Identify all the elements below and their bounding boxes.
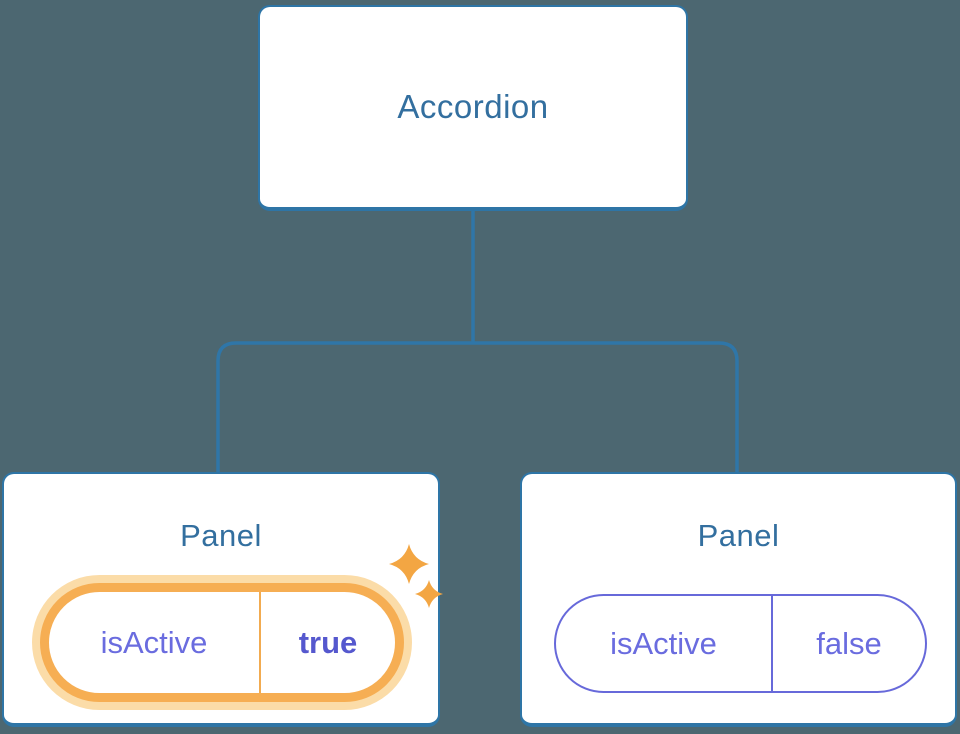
node-panel-inactive: Panel isActive false: [520, 472, 957, 727]
node-accordion: Accordion: [258, 5, 688, 211]
panel-title: Panel: [697, 518, 780, 553]
state-key: isActive: [610, 625, 717, 661]
state-key: isActive: [100, 624, 208, 660]
pill-divider: [259, 592, 261, 693]
state-value: true: [298, 624, 358, 660]
accordion-label: Accordion: [397, 88, 549, 125]
pill-divider: [771, 596, 773, 691]
panel-title: Panel: [180, 518, 262, 553]
sparkle-icon: [389, 544, 443, 608]
state-pill-inactive: isActive false: [554, 594, 927, 693]
state-value: false: [816, 625, 882, 661]
state-pill-active: isActive true: [40, 583, 404, 702]
node-panel-active: Panel isActive true: [2, 472, 443, 727]
